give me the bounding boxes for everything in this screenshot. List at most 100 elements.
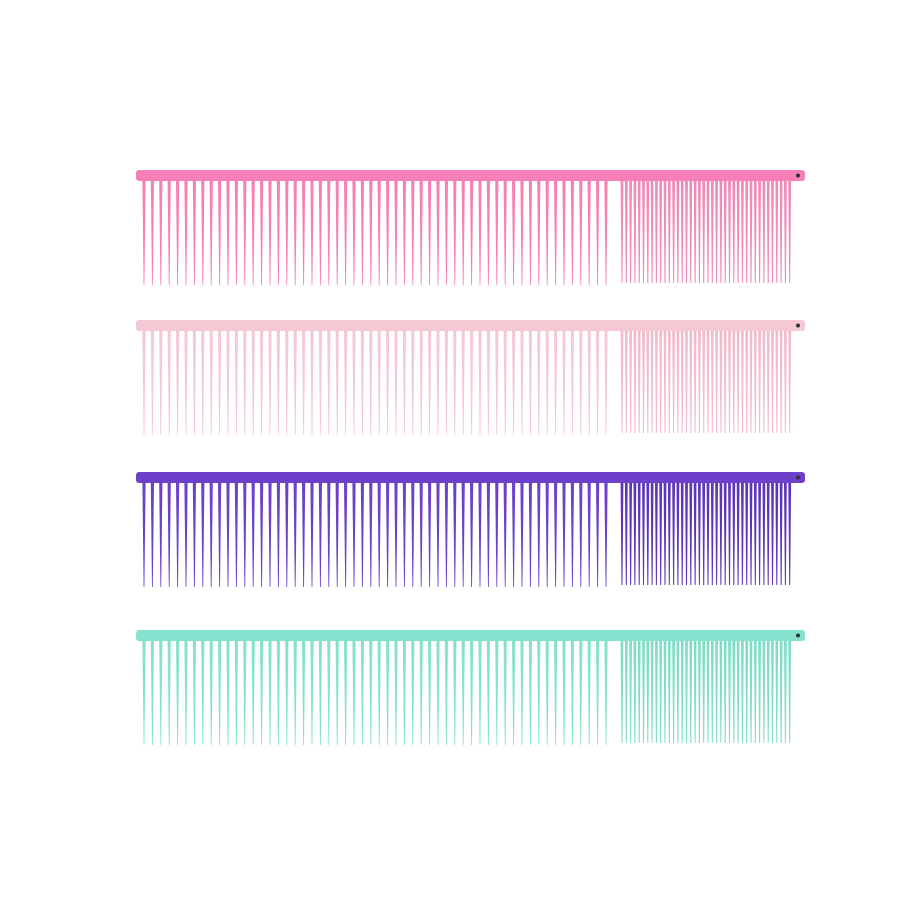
wide-tooth [192,331,196,435]
fine-tooth [741,483,744,585]
fine-tooth [629,331,632,433]
wide-tooth [218,641,222,745]
fine-tooth [689,181,693,283]
wide-tooth [386,483,390,587]
fine-tooth [655,483,658,585]
wide-tooth [302,641,306,745]
fine-tooth [728,331,731,433]
fine-tooth [771,181,774,283]
wide-tooth [495,641,499,745]
wide-tooth [360,331,364,435]
fine-tooth [710,483,714,585]
fine-tooth [771,483,774,585]
wide-tooth [562,181,566,285]
wide-tooth [293,331,297,435]
fine-tooth [676,181,680,283]
fine-tooth [646,331,650,433]
wide-tooth [176,641,180,745]
wide-tooth [444,641,448,745]
fine-tooth [693,483,697,585]
wide-tooth [159,641,163,745]
fine-tooth [637,181,641,283]
fine-tooth [745,483,749,585]
wide-tooth [276,641,280,745]
wide-tooth [604,331,608,435]
wide-tooth [344,331,348,435]
wide-tooth [268,483,272,587]
wide-tooth [428,331,432,435]
fine-tooth [663,331,667,433]
wide-tooth [436,483,440,587]
fine-tooth [672,181,675,283]
wide-tooth [360,641,364,745]
wide-tooth [293,181,297,285]
wide-tooth [470,483,474,587]
wide-tooth [579,641,583,745]
wide-tooth [360,181,364,285]
wide-tooth [512,181,516,285]
fine-tooth [719,181,723,283]
wide-tooth [512,483,516,587]
wide-tooth [554,483,558,587]
wide-tooth [554,181,558,285]
fine-tooth [710,641,714,743]
wide-tooth [545,641,549,745]
wide-tooth [234,331,238,435]
wide-tooth [520,641,524,745]
wide-tooth [176,483,180,587]
fine-tooth [753,483,757,585]
wide-tooth [402,483,406,587]
wide-tooth [150,181,154,285]
wide-tooth [243,641,247,745]
fine-tooth [732,331,736,433]
fine-tooth [753,641,757,743]
wide-tooth [461,181,465,285]
fine-tooth [702,483,706,585]
wide-tooth [142,641,146,745]
wide-tooth [495,181,499,285]
fine-tooth [624,483,628,585]
wide-tooth [335,483,339,587]
wide-tooth [243,483,247,587]
wide-tooth [520,483,524,587]
wide-tooth [394,641,398,745]
wide-tooth [310,483,314,587]
fine-tooth [736,181,740,283]
fine-tooth [788,483,792,585]
purple-comb [136,472,805,587]
wide-tooth [478,483,482,587]
wide-tooth [335,641,339,745]
wide-tooth [209,483,213,587]
wide-tooth [335,181,339,285]
fine-tooth [702,331,706,433]
fine-tooth [633,483,637,585]
wide-tooth [570,181,574,285]
wide-tooth [285,331,289,435]
wide-tooth [159,483,163,587]
wide-tooth [587,483,591,587]
fine-tooth [749,331,753,433]
wide-tooth [327,181,331,285]
fine-tooth [706,331,710,433]
pink-comb [136,170,805,285]
fine-tooth [766,483,770,585]
wide-tooth [352,331,356,435]
fine-tooth [685,331,688,433]
fine-tooth [637,641,641,743]
wide-tooth [352,181,356,285]
wide-tooth [587,641,591,745]
fine-tooth [762,331,766,433]
fine-tooth [620,181,624,283]
fine-tooth [732,641,736,743]
wide-tooth [260,181,264,285]
wide-tooth [394,483,398,587]
fine-tooth [706,641,710,743]
fine-tooth [659,641,663,743]
wide-tooth [184,331,188,435]
fine-tooth [715,483,718,585]
wide-tooth [528,483,532,587]
fine-tooth [663,641,667,743]
wide-tooth [394,331,398,435]
fine-tooth [745,331,749,433]
fine-tooth [753,181,757,283]
